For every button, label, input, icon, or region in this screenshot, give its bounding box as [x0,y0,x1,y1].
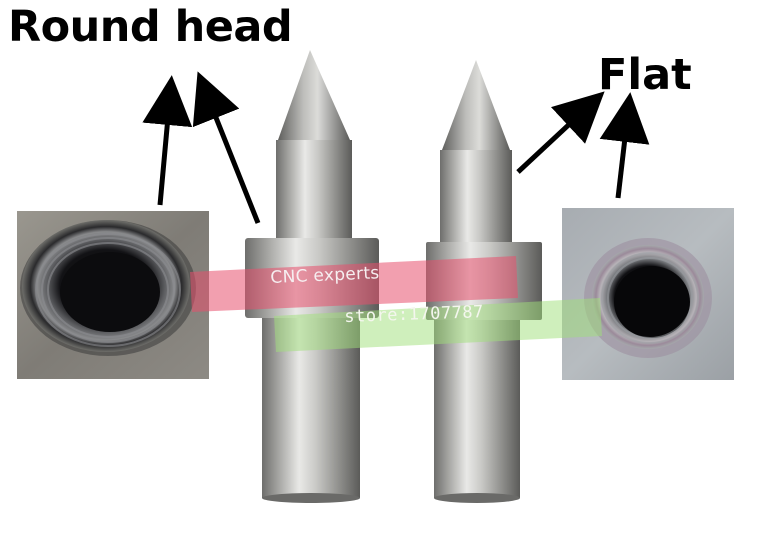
round-head-label: Round head [8,2,293,52]
flat-hole-photo [562,208,734,380]
watermark-band-green [274,298,602,352]
round-head-hole-photo [17,211,209,379]
flat-arrows [516,91,650,199]
watermark-band-pink [190,256,518,312]
flat-label: Flat [598,50,692,100]
round-head-arrows [142,71,261,224]
